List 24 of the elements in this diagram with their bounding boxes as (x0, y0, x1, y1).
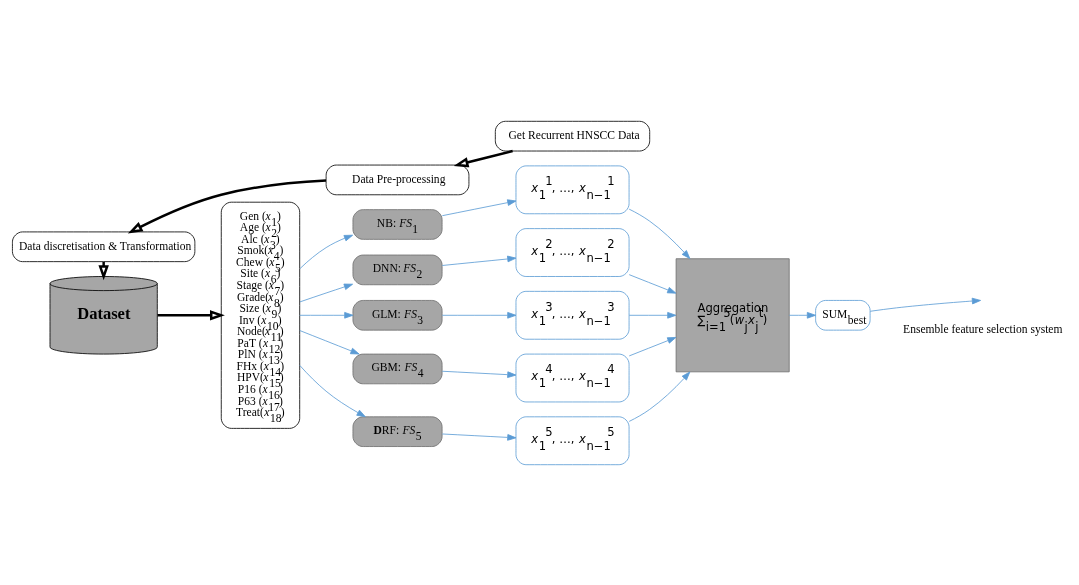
arrow (441, 198, 517, 216)
arrow (628, 371, 691, 422)
arrow (869, 297, 981, 312)
arrow (441, 370, 517, 378)
arrow (127, 178, 327, 234)
arrow (628, 208, 691, 259)
arrow (453, 149, 513, 167)
node-box: Data discretisation & Transformation (12, 231, 196, 262)
arrow (628, 273, 677, 294)
node-box: Data Pre-processing (325, 164, 470, 195)
arrow (299, 364, 366, 417)
arrow (299, 283, 354, 302)
arrow (788, 311, 816, 319)
arrow (299, 329, 360, 354)
arrow (299, 234, 354, 269)
arrow (441, 255, 517, 266)
arrow (441, 311, 517, 319)
node-box: Get Recurrent HNSCC Data (494, 120, 651, 151)
arrow (157, 309, 225, 320)
label: Ensemble feature selection system (903, 322, 1063, 335)
arrow (628, 311, 677, 319)
arrow (441, 433, 517, 441)
arrow (628, 336, 677, 356)
arrow (299, 311, 354, 319)
